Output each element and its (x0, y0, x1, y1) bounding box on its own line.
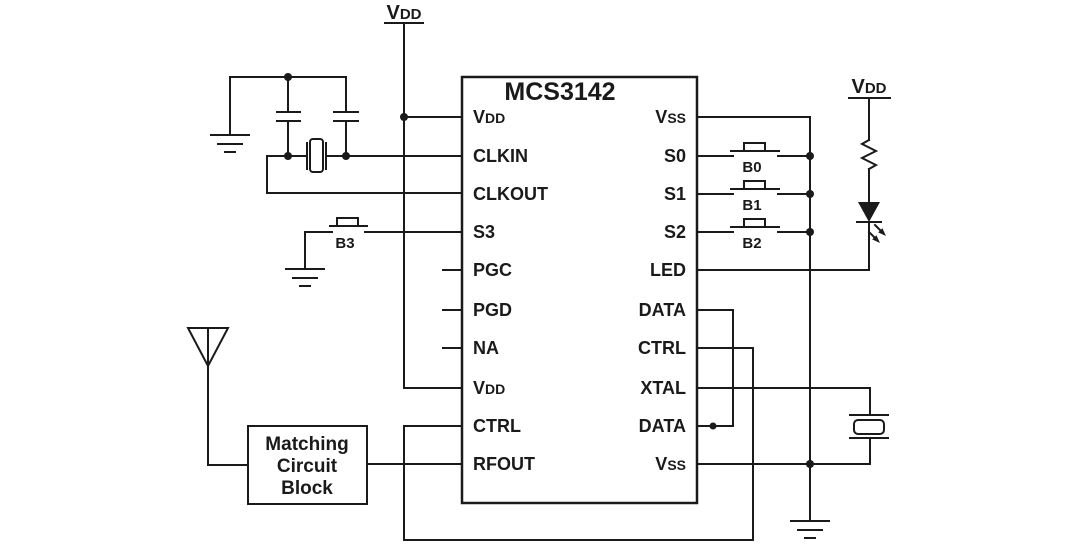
capacitor-c1 (276, 76, 301, 157)
junction-dot (709, 422, 717, 430)
led-layer (858, 202, 886, 243)
junction-dot (284, 152, 292, 160)
matching-block-line-1: Matching (265, 434, 348, 455)
matching-block-line-3: Block (281, 478, 333, 499)
junction-dot (284, 73, 292, 81)
capacitor-c2 (333, 76, 359, 157)
matching-block-line-2: Circuit (277, 456, 338, 477)
pin-label-right-s0: S0 (664, 146, 686, 166)
junction-dot (342, 152, 350, 160)
wire-clkout-net (266, 155, 463, 194)
wire-vdd-left-net (384, 22, 463, 389)
ic-unconnected-stubs (442, 269, 463, 349)
ground-symbol-oscillator (210, 134, 250, 153)
button-b1-cap (743, 180, 766, 190)
pin-label-right-s1: S1 (664, 184, 686, 204)
junction-dots (284, 73, 814, 468)
vdd-label-right: VDD (851, 76, 886, 98)
vdd-label-top: VDD (386, 2, 421, 24)
junction-dot (806, 460, 814, 468)
junction-dot (806, 228, 814, 236)
button-b2-cap (743, 218, 766, 228)
pin-label-right-data: DATA (639, 300, 686, 320)
pin-label-left-pgd: PGD (473, 300, 512, 320)
led-arrowhead-1 (878, 228, 886, 236)
wire-led-net (696, 168, 882, 271)
pin-label-left-vdd: VDD (473, 107, 505, 127)
pin-label-right-vss: VSS (655, 107, 686, 127)
button-label-b3: B3 (335, 235, 354, 252)
wire-xtal-vss-net (696, 387, 889, 465)
pin-label-left-pgc: PGC (473, 260, 512, 280)
pin-label-right-led: LED (650, 260, 686, 280)
pin-label-right-xtal: XTAL (640, 378, 686, 398)
wire-data-loop (696, 309, 734, 427)
pin-label-left-clkout: CLKOUT (473, 184, 548, 204)
led-icon (858, 202, 880, 222)
button-label-b2: B2 (742, 235, 761, 252)
wire-ctrl-loop (403, 347, 754, 541)
pin-label-right-s2: S2 (664, 222, 686, 242)
pin-label-right-data: DATA (639, 416, 686, 436)
crystal1-body (309, 138, 324, 173)
button-b3-cap (336, 217, 359, 227)
pin-label-left-s3: S3 (473, 222, 495, 242)
crystal2-body (853, 419, 885, 435)
wire-antenna (207, 327, 249, 466)
pin-label-left-vdd: VDD (473, 378, 505, 398)
junction-dot (400, 113, 408, 121)
button-label-b1: B1 (742, 197, 761, 214)
crystal1-plates (306, 142, 327, 170)
button-label-b0: B0 (742, 159, 761, 176)
wire-vss-rail (696, 116, 811, 522)
ic-body (460, 75, 699, 505)
resistor-symbol (859, 138, 879, 171)
pin-label-left-ctrl: CTRL (473, 416, 521, 436)
pin-label-right-ctrl: CTRL (638, 338, 686, 358)
led-arrowhead-2 (872, 235, 880, 243)
button-b0-cap (743, 142, 766, 152)
ground-symbol-vss (790, 520, 830, 539)
ic-title: MCS3142 (504, 78, 615, 106)
pin-label-right-vss: VSS (655, 454, 686, 474)
pin-label-left-rfout: RFOUT (473, 454, 535, 474)
junction-dot (806, 152, 814, 160)
wire-led-vdd (848, 97, 891, 141)
pin-label-left-na: NA (473, 338, 499, 358)
led-emission-arrows (867, 223, 883, 240)
button-b3-wires (304, 225, 463, 270)
ground-symbol-b3 (285, 268, 325, 287)
junction-dot (806, 190, 814, 198)
pin-label-left-clkin: CLKIN (473, 146, 528, 166)
